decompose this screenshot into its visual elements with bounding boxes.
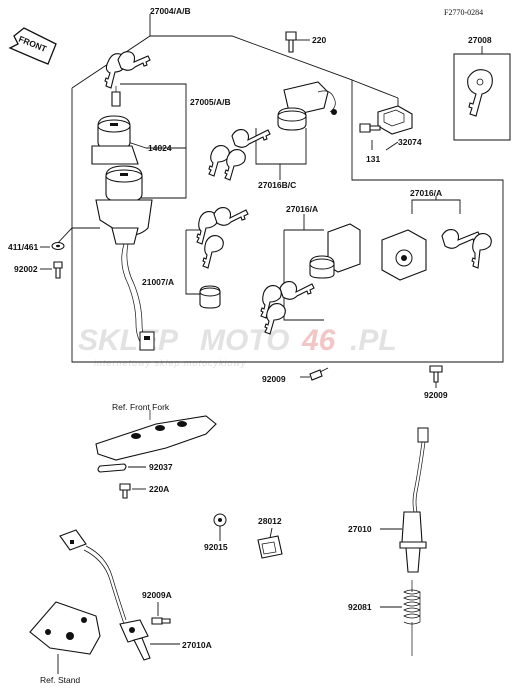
assembly-outline <box>71 14 504 363</box>
watermark-part4: .PL <box>350 324 397 357</box>
seat-lock-unit <box>277 81 337 131</box>
screw-92009a <box>151 617 171 625</box>
watermark: SKLEP MOTO 46 .PL internetowy sklep moto… <box>78 324 397 368</box>
label-220: 220 <box>312 35 326 45</box>
front-fork-bracket <box>95 410 217 461</box>
label-21007: 21007/A <box>142 277 174 287</box>
label-131: 131 <box>366 154 380 164</box>
label-ref-stand: Ref. Stand <box>40 675 80 685</box>
part-92015 <box>213 513 227 527</box>
bolt-icon <box>53 261 63 279</box>
label-92015: 92015 <box>204 542 228 552</box>
label-27016a-mid: 27016/A <box>286 204 318 214</box>
key-27008 <box>453 46 511 141</box>
watermark-subtitle: internetowy sklep motocyklowy <box>94 358 247 368</box>
ignition-switch <box>95 165 155 351</box>
keys-27016bc <box>208 129 271 181</box>
label-411-461: 411/461 <box>8 242 39 252</box>
stand-bracket <box>29 601 101 655</box>
stand-switch-27010a <box>59 529 151 661</box>
bolt-220a <box>119 483 131 499</box>
label-220a: 220A <box>149 484 169 494</box>
label-92037: 92037 <box>149 462 173 472</box>
part-92037 <box>97 463 127 473</box>
label-92009-right: 92009 <box>424 390 448 400</box>
label-27004: 27004/A/B <box>150 6 191 16</box>
part-28012 <box>257 535 283 559</box>
label-92081: 92081 <box>348 602 372 612</box>
label-ref-front-fork: Ref. Front Fork <box>112 402 170 412</box>
screw-220 <box>285 31 297 53</box>
spring-92081 <box>403 580 421 656</box>
watermark-part3: 46 <box>301 324 336 357</box>
label-27005: 27005/A/B <box>190 97 231 107</box>
label-92002: 92002 <box>14 264 38 274</box>
label-27008: 27008 <box>468 35 492 45</box>
label-27016a-right: 27016/A <box>410 188 442 198</box>
lock-27016a-mid <box>260 223 361 335</box>
switch-27010 <box>399 427 429 573</box>
label-28012: 28012 <box>258 516 282 526</box>
keys-21007 <box>196 207 249 269</box>
label-27016bc: 27016B/C <box>258 180 296 190</box>
watermark-part1: SKLEP <box>78 324 179 357</box>
bolt-131 <box>359 123 381 133</box>
washer-411 <box>51 242 65 250</box>
label-27010a: 27010A <box>182 640 212 650</box>
watermark-part2: MOTO <box>200 324 289 357</box>
leader-lines-top <box>40 83 461 388</box>
label-92009-mid: 92009 <box>262 374 286 384</box>
key-icon <box>104 51 151 107</box>
figure-code: F2770-0284 <box>444 8 483 17</box>
screw-92009-mid <box>309 367 329 381</box>
label-27010: 27010 <box>348 524 372 534</box>
cylinder-21007 <box>199 285 221 309</box>
lock-cylinder-27005 <box>91 115 139 165</box>
label-92009a: 92009A <box>142 590 172 600</box>
label-32074: 32074 <box>398 137 422 147</box>
lock-27016a-right <box>381 229 492 281</box>
screw-92009-right <box>429 365 443 383</box>
front-arrow-icon: FRONT <box>8 27 57 65</box>
